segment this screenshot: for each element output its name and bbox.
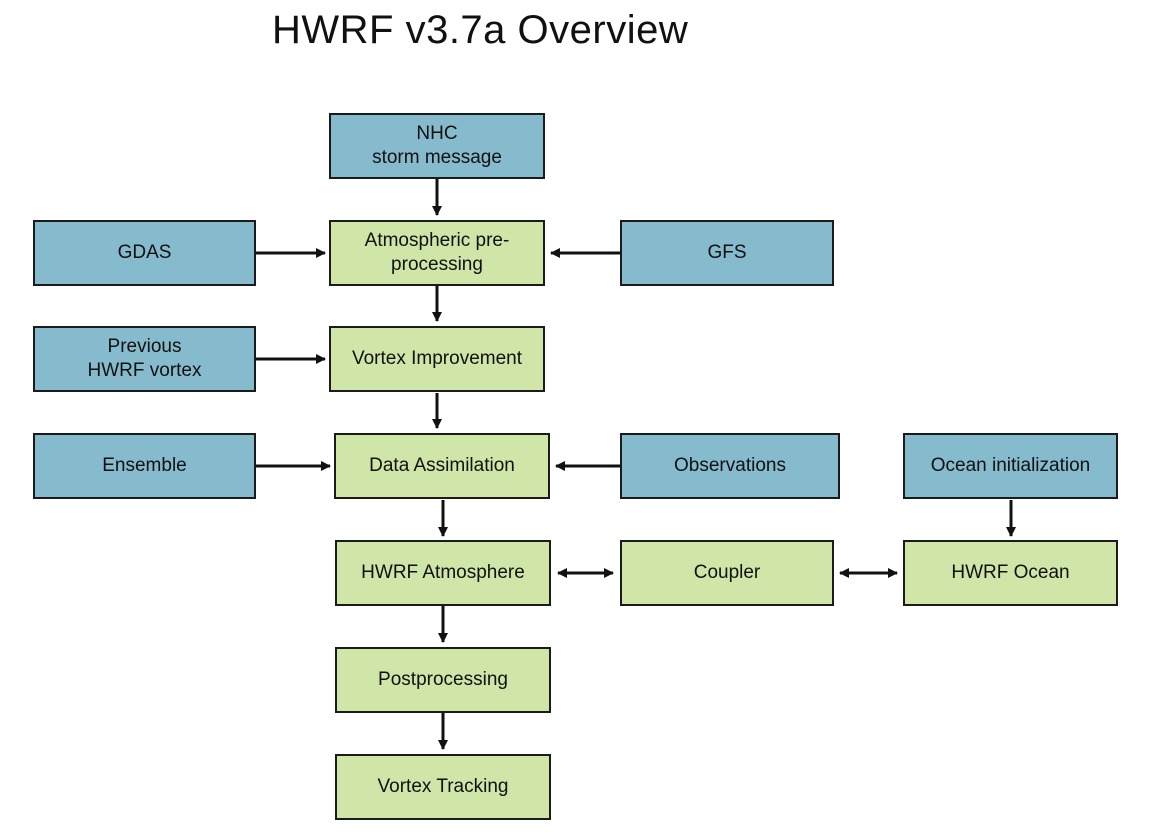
- node-gfs: GFS: [620, 220, 834, 286]
- node-ensemble: Ensemble: [33, 433, 256, 499]
- node-previous-hwrf-vortex: Previous HWRF vortex: [33, 326, 256, 392]
- node-postprocessing: Postprocessing: [335, 647, 551, 713]
- node-vortex-tracking: Vortex Tracking: [335, 754, 551, 820]
- node-coupler: Coupler: [620, 540, 834, 606]
- node-hwrf-ocean: HWRF Ocean: [903, 540, 1118, 606]
- node-hwrf-atmosphere: HWRF Atmosphere: [335, 540, 551, 606]
- node-atmospheric-preprocessing: Atmospheric pre- processing: [329, 220, 545, 286]
- node-observations: Observations: [620, 433, 840, 499]
- node-ocean-initialization: Ocean initialization: [903, 433, 1118, 499]
- node-data-assimilation: Data Assimilation: [334, 433, 550, 499]
- node-gdas: GDAS: [33, 220, 256, 286]
- diagram-title: HWRF v3.7a Overview: [272, 8, 689, 52]
- node-nhc-storm-message: NHC storm message: [329, 113, 545, 179]
- node-vortex-improvement: Vortex Improvement: [329, 326, 545, 392]
